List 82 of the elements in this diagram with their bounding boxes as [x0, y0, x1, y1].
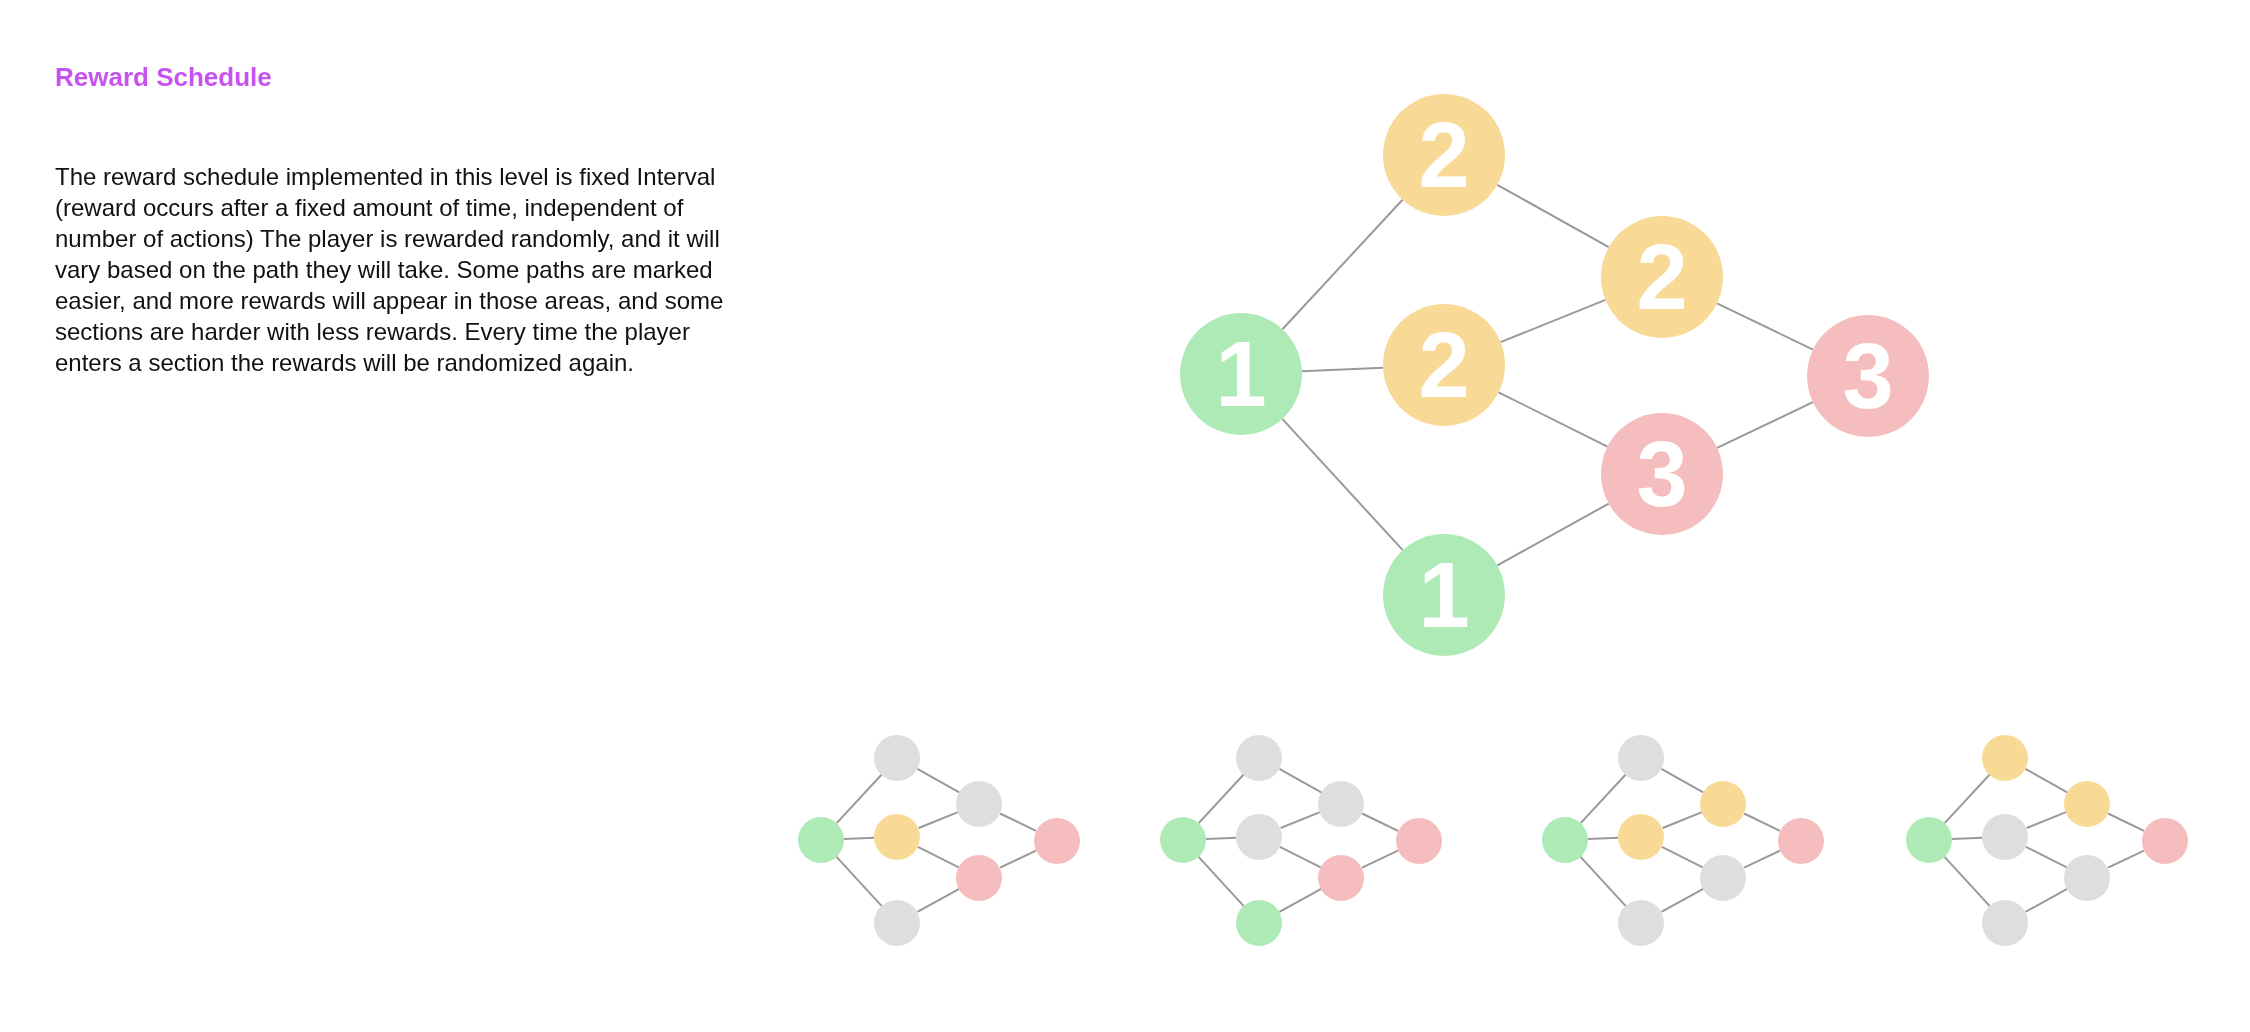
- connector-line: [1943, 773, 1991, 825]
- circle-node: [1542, 817, 1588, 863]
- connector-line: [835, 855, 883, 908]
- circle-node: [1982, 734, 2029, 781]
- circle-node: [2064, 854, 2111, 901]
- node-number: 3: [1842, 330, 1894, 422]
- connector-line: [1660, 767, 1705, 794]
- connector-line: [1281, 417, 1404, 552]
- circle-node: [1618, 813, 1665, 860]
- circle-node: [1982, 900, 2029, 947]
- circle-node: [956, 780, 1003, 827]
- circle-node: [1777, 817, 1824, 864]
- circle-node: [1700, 780, 1747, 827]
- connector-line: [1499, 298, 1607, 344]
- connector-line: [1197, 855, 1245, 908]
- connector-line: [1660, 845, 1704, 869]
- circle-node: [956, 854, 1003, 901]
- connector-line: [1579, 773, 1627, 825]
- connector-line: [1661, 811, 1703, 829]
- circle-node: [1906, 817, 1952, 863]
- circle-node: [798, 817, 844, 863]
- connector-line: [1281, 198, 1404, 331]
- title-heading: Reward Schedule: [55, 62, 272, 94]
- connector-line: [835, 773, 883, 825]
- connector-line: [2024, 887, 2069, 913]
- connector-line: [1497, 391, 1609, 448]
- description-text: The reward schedule implemented in this level is fixed Interval (reward occurs after a fixed amount of time, independent of number of actions) The player is rewarded randomly, and it will vary based on the path they will take. Some paths are marked easier, and more rewards will appear in those areas, and some sections are harder with less rewards. Every time the player enters a section the rewards will be randomized again.: [55, 162, 725, 378]
- connector-line: [1943, 855, 1991, 908]
- connector-line: [2025, 811, 2067, 829]
- connector-line: [1278, 767, 1323, 794]
- connector-line: [1579, 855, 1627, 908]
- node-number: 2: [1418, 109, 1470, 201]
- circle-node: [1236, 813, 1283, 860]
- connector-line: [1660, 887, 1705, 913]
- connector-line: [1197, 773, 1245, 825]
- connector-line: [916, 845, 960, 869]
- connector-line: [1951, 836, 1984, 840]
- circle-node: [1395, 817, 1442, 864]
- connector-line: [916, 887, 961, 913]
- connector-line: [1278, 887, 1323, 913]
- circle-node: [2141, 817, 2188, 864]
- connector-line: [1300, 366, 1385, 373]
- connector-line: [1361, 812, 1399, 832]
- circle-node: [874, 734, 921, 781]
- node-number: 3: [1636, 428, 1688, 520]
- connector-line: [2024, 845, 2068, 869]
- node-number: 1: [1215, 328, 1267, 420]
- circle-node: [1618, 734, 1665, 781]
- connector-line: [916, 767, 961, 794]
- node-number: 1: [1418, 549, 1470, 641]
- circle-node: [1982, 813, 2029, 860]
- connector-line: [1496, 502, 1610, 567]
- connector-line: [999, 849, 1037, 869]
- connector-line: [999, 812, 1037, 832]
- circle-node: [1160, 817, 1206, 863]
- circle-node: [1318, 854, 1365, 901]
- connector-line: [1279, 811, 1321, 829]
- circle-node: [1236, 734, 1283, 781]
- connector-line: [2107, 849, 2145, 869]
- connector-line: [1587, 836, 1620, 840]
- connector-line: [1743, 812, 1781, 832]
- circle-node: [1618, 900, 1665, 947]
- connector-line: [1278, 845, 1322, 869]
- circle-node: [874, 813, 921, 860]
- connector-line: [1716, 302, 1814, 351]
- connector-line: [2024, 767, 2069, 794]
- circle-node: [1236, 900, 1283, 947]
- circle-node: [1700, 854, 1747, 901]
- connector-line: [1496, 183, 1610, 249]
- node-number: 2: [1636, 231, 1688, 323]
- connector-line: [2107, 812, 2145, 832]
- circle-node: [1033, 817, 1080, 864]
- connector-line: [1716, 401, 1814, 449]
- circle-node: [2064, 780, 2111, 827]
- connector-line: [917, 811, 959, 829]
- connector-line: [1361, 849, 1399, 869]
- connector-line: [1205, 836, 1238, 840]
- node-number: 2: [1418, 319, 1470, 411]
- connector-line: [1743, 849, 1781, 869]
- circle-node: [874, 900, 921, 947]
- circle-node: [1318, 780, 1365, 827]
- connector-line: [843, 836, 876, 840]
